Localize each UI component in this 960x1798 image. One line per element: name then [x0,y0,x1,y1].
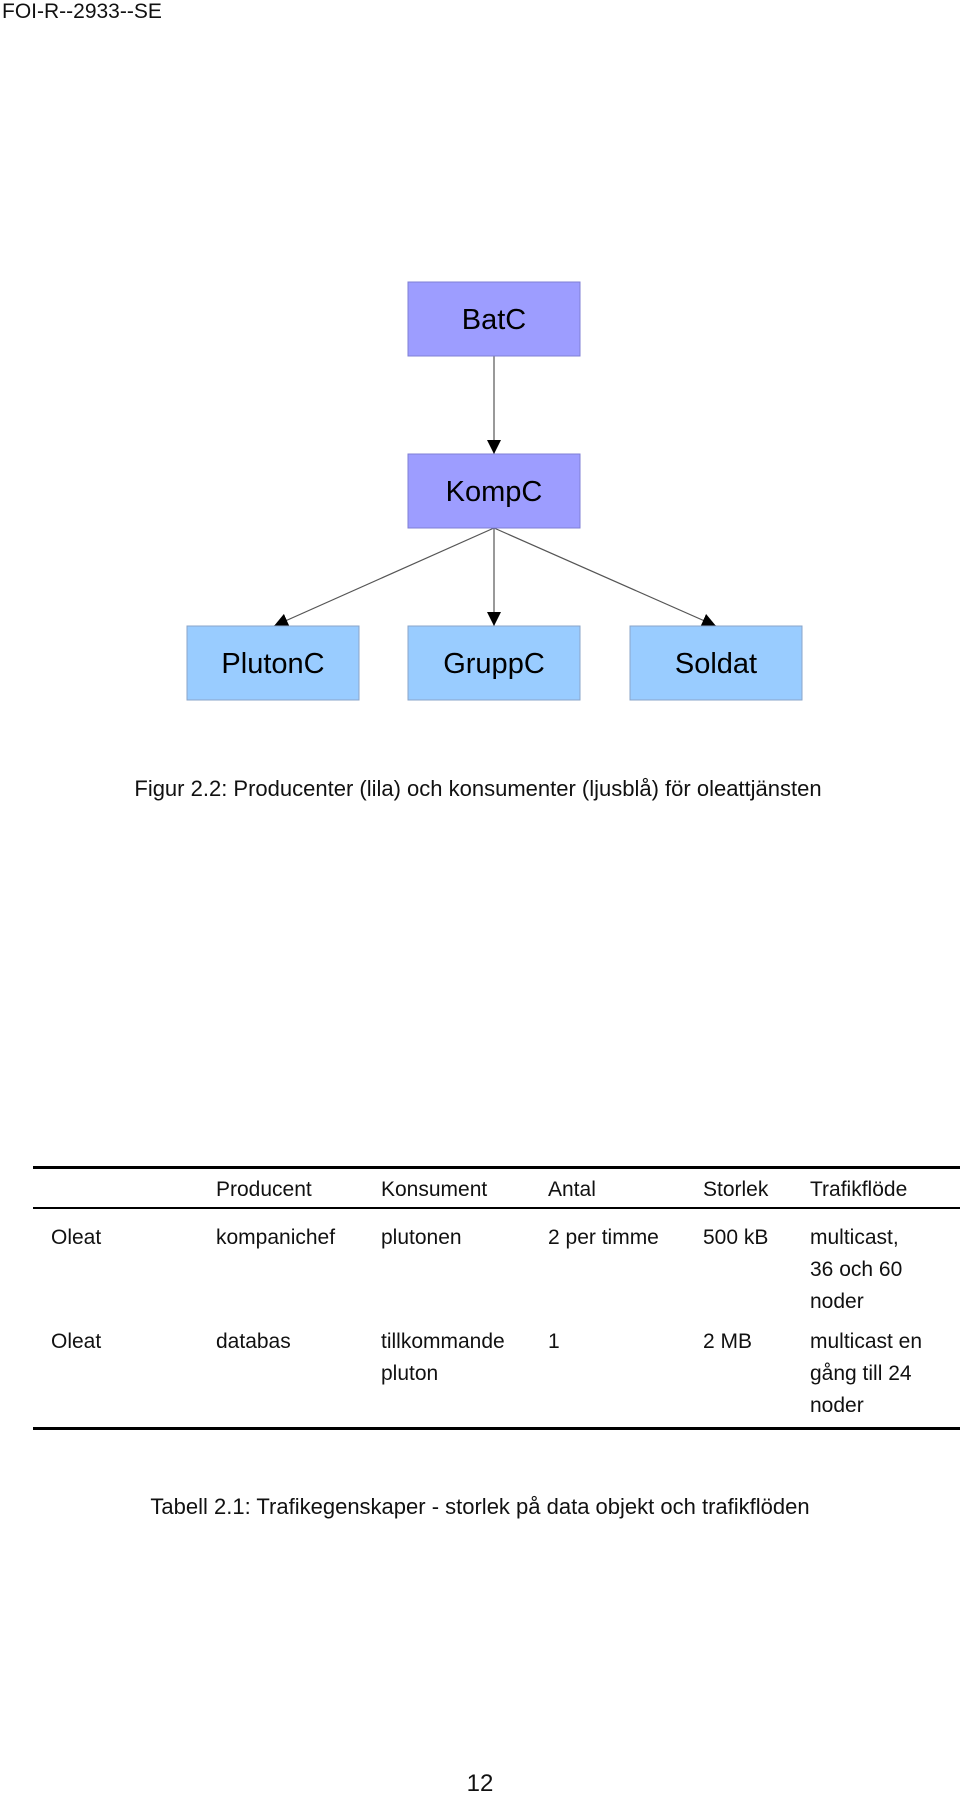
table-cell-r1-c2: plutonen [381,1226,462,1249]
table-header-antal: Antal [548,1178,596,1201]
table-cell-r1-c3: 2 per timme [548,1226,659,1249]
node-gruppc: GruppC [407,625,581,701]
node-soldat-label: Soldat [675,648,757,680]
table-cell-r2-c3: 1 [548,1330,560,1353]
table-cell-r2-c0: Oleat [51,1330,102,1353]
table-cell-r1-c5: multicast, 36 och 60 noder [810,1226,903,1313]
table-header-trafikflode: Trafikflöde [810,1178,908,1201]
table-cell-r1-c1: kompanichef [216,1226,336,1249]
node-plutonc-label: PlutonC [221,648,324,680]
table-cell-r2-c4: 2 MB [703,1330,753,1353]
node-kompc-label: KompC [446,476,543,508]
table-cell-r2-c5: multicast en gång till 24 noder [810,1330,923,1417]
node-batc-label: BatC [462,304,526,336]
table-cell-r1-c0: Oleat [51,1226,102,1249]
table-bottom-rule [33,1427,960,1430]
document-id: FOI-R--2933--SE [2,0,162,23]
table-header-producent: Producent [216,1178,312,1201]
node-plutonc: PlutonC [186,625,360,701]
node-soldat: Soldat [629,625,803,701]
hierarchy-diagram: BatC KompC PlutonC GruppC Soldat [186,281,803,701]
edge-kompc-to-plutonc [273,527,495,627]
node-kompc: KompC [407,453,581,529]
table-cell-r1-c4: 500 kB [703,1226,769,1249]
node-batc: BatC [407,281,581,357]
table-header-storlek: Storlek [703,1178,769,1201]
figure-caption: Figur 2.2: Producenter (lila) och konsum… [134,776,822,801]
table-cell-r2-c2: tillkommande pluton [381,1330,505,1385]
table-cell-r2-c1: databas [216,1330,291,1353]
table-caption: Tabell 2.1: Trafikegenskaper - storlek p… [150,1494,810,1519]
table-header-konsument: Konsument [381,1178,488,1201]
edge-kompc-to-soldat [493,527,717,627]
table-header-rule [33,1207,960,1209]
node-gruppc-label: GruppC [443,648,545,680]
page-number: 12 [466,1770,494,1797]
table-top-rule [33,1166,960,1169]
